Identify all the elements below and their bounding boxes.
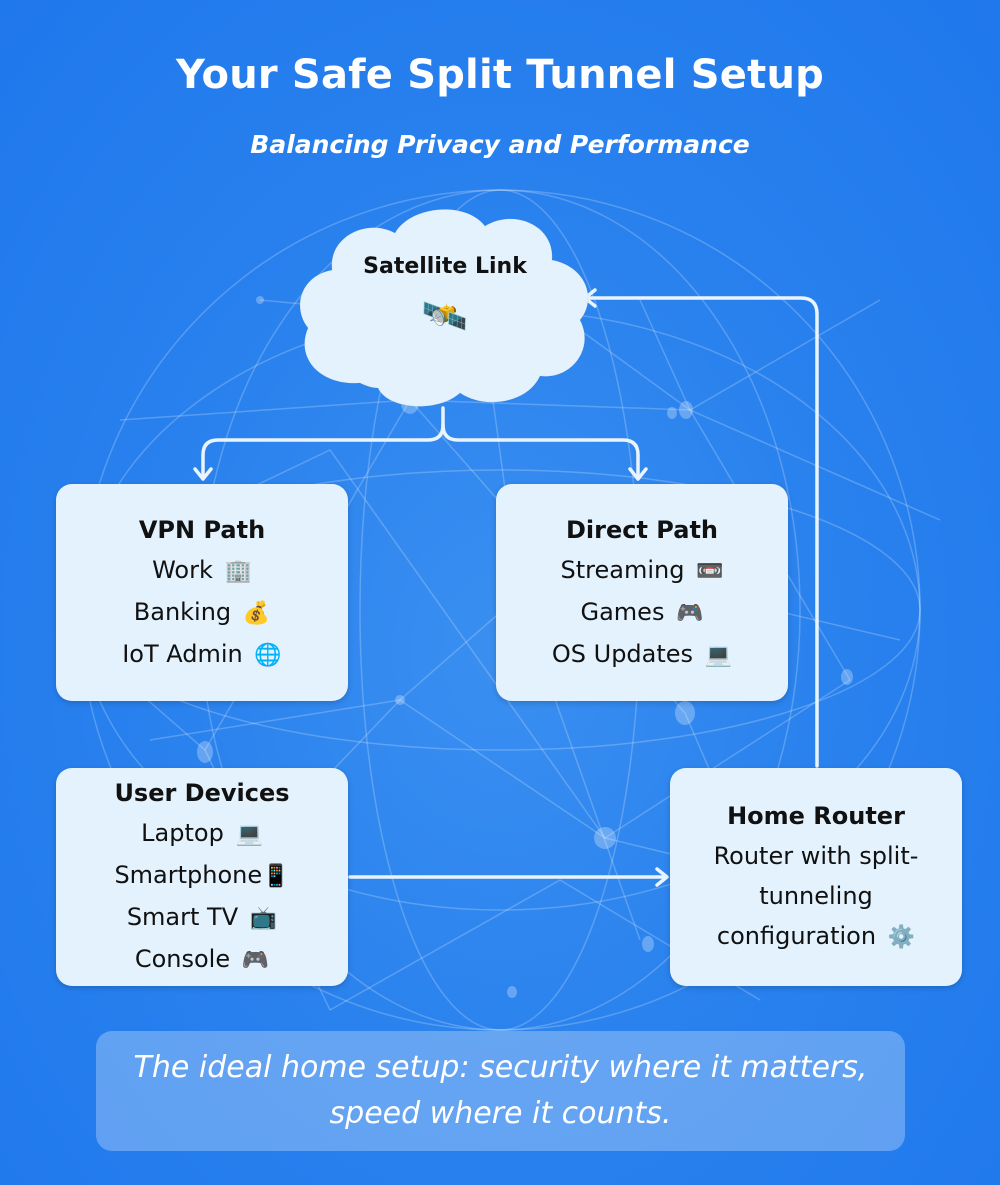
direct-item-os-updates: OS Updates 💻 — [552, 634, 732, 676]
money-bag-icon: 💰 — [242, 600, 271, 626]
gamepad-icon: 🎮 — [676, 600, 704, 626]
videocassette-icon: 📼 — [696, 558, 724, 584]
device-item-smartphone: Smartphone📱 — [114, 855, 289, 897]
direct-item-label: OS Updates — [551, 639, 694, 668]
vpn-item-label: Work — [152, 555, 213, 584]
vpn-path-node[interactable]: VPN Path Work 🏢 Banking 💰 IoT Admin 🌐 — [56, 484, 348, 701]
edge-satellite-to-direct-path — [441, 423, 640, 480]
device-item-laptop: Laptop 💻 — [141, 813, 263, 855]
globe-icon: 🌐 — [254, 642, 282, 668]
user-devices-node[interactable]: User Devices Laptop 💻 Smartphone📱 Smart … — [56, 768, 348, 986]
router-description-line: tunneling — [759, 882, 873, 910]
direct-item-label: Streaming — [560, 555, 685, 584]
gear-icon: ⚙️ — [887, 925, 916, 950]
arrowhead-direct-path — [628, 467, 648, 481]
cloud-shape — [299, 208, 589, 407]
satellite-icon: 🛰️ — [421, 294, 469, 338]
laptop-icon: 💻 — [235, 822, 263, 847]
direct-item-streaming: Streaming 📼 — [561, 550, 724, 592]
user-devices-title: User Devices — [114, 779, 290, 807]
footer-tagline-line-1: The ideal home setup: security where it … — [133, 1050, 868, 1085]
router-description-text: configuration — [716, 922, 877, 950]
arrowhead-vpn-path — [193, 467, 213, 481]
edge-satellite-to-vpn-path — [201, 406, 445, 480]
gamepad-icon: 🎮 — [241, 948, 270, 973]
direct-item-label: Games — [580, 597, 665, 626]
page-subtitle: Balancing Privacy and Performance — [250, 130, 750, 159]
arrowhead-router — [655, 867, 669, 887]
vpn-item-label: Banking — [133, 597, 232, 626]
vpn-path-title: VPN Path — [138, 515, 266, 544]
home-router-title: Home Router — [727, 802, 905, 830]
vpn-item-banking: Banking 💰 — [134, 592, 270, 634]
router-description-line: configuration ⚙️ — [717, 916, 915, 958]
router-description-line: Router with split- — [713, 842, 919, 870]
device-item-console: Console 🎮 — [135, 939, 269, 981]
satellite-link-title: Satellite Link — [363, 254, 527, 279]
vpn-item-label: IoT Admin — [122, 639, 243, 668]
footer-tagline-line-2: speed where it counts. — [329, 1096, 672, 1131]
laptop-icon: 💻 — [704, 642, 733, 668]
tv-icon: 📺 — [249, 906, 278, 931]
smartphone-icon: 📱 — [262, 864, 290, 889]
satellite-link-node[interactable]: Satellite Link 🛰️ — [290, 198, 600, 413]
office-building-icon: 🏢 — [224, 558, 252, 584]
device-item-label: Console — [134, 945, 231, 973]
page-title: Your Safe Split Tunnel Setup — [176, 52, 824, 98]
footer-tagline-box: The ideal home setup: security where it … — [96, 1031, 905, 1151]
direct-path-title: Direct Path — [565, 515, 718, 544]
vpn-item-work: Work 🏢 — [152, 550, 252, 592]
direct-item-games: Games 🎮 — [581, 592, 704, 634]
direct-path-node[interactable]: Direct Path Streaming 📼 Games 🎮 OS Updat… — [496, 484, 788, 701]
edge-router-to-satellite — [584, 296, 819, 768]
device-item-label: Smart TV — [126, 903, 239, 931]
home-router-node[interactable]: Home Router Router with split- tunneling… — [670, 768, 962, 986]
device-item-smart-tv: Smart TV 📺 — [127, 897, 277, 939]
device-item-label: Laptop — [141, 819, 224, 847]
vpn-item-iot-admin: IoT Admin 🌐 — [122, 634, 282, 676]
device-item-label: Smartphone — [114, 861, 263, 889]
